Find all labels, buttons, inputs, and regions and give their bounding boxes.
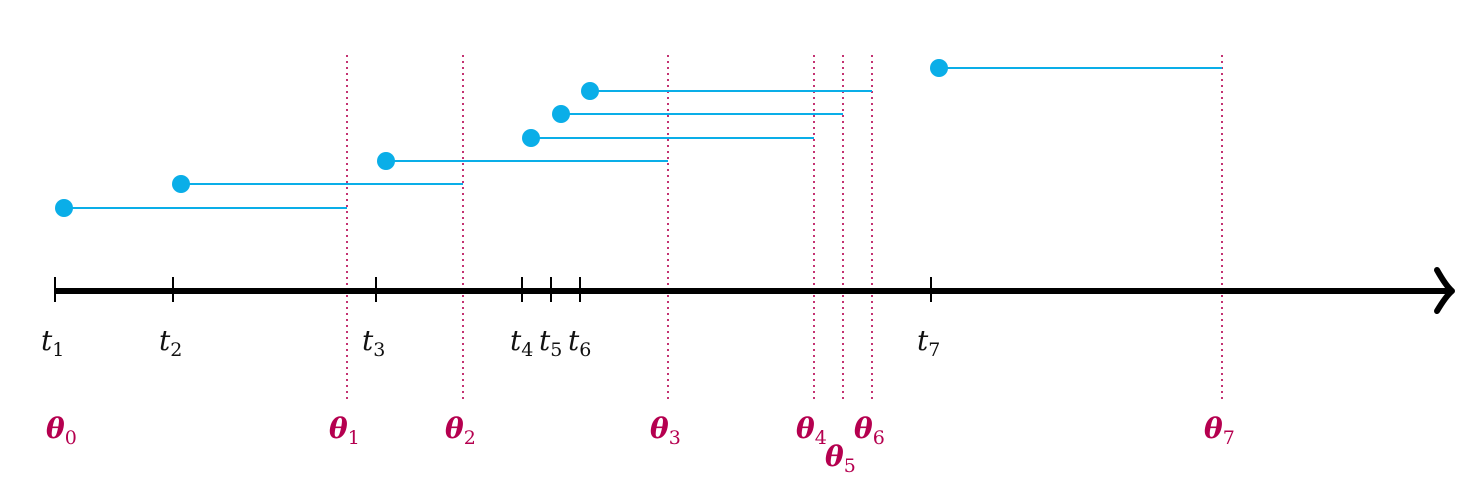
theta-label-symbol: θ (796, 412, 815, 445)
interval-start-dot-6 (581, 82, 599, 100)
t-label-symbol: t (41, 324, 53, 357)
interval-start-dot-5 (552, 105, 570, 123)
t-label-symbol: t (510, 324, 522, 357)
theta-label-index: 5 (844, 455, 856, 477)
theta-label-symbol: θ (329, 412, 348, 445)
t-label-index: 1 (52, 339, 64, 361)
t-label-index: 5 (550, 339, 562, 361)
theta-label-symbol: θ (445, 412, 464, 445)
t-label-symbol: t (917, 324, 929, 357)
theta-label-2: θ2 (445, 412, 476, 449)
time-axis (54, 267, 1455, 314)
theta-label-6: θ6 (854, 412, 885, 449)
interval-start-dot-7 (930, 59, 948, 77)
t-label-1: t1 (41, 324, 64, 361)
interval-start-dot-3 (377, 152, 395, 170)
theta-label-index: 7 (1223, 427, 1235, 449)
interval-start-dot-1 (55, 199, 73, 217)
t-label-3: t3 (362, 324, 385, 361)
t-label-5: t5 (539, 324, 562, 361)
theta-label-symbol: θ (825, 440, 844, 473)
t-label-symbol: t (539, 324, 551, 357)
theta-label-symbol: θ (650, 412, 669, 445)
theta-label-5: θ5 (825, 440, 856, 477)
t-label-6: t6 (568, 324, 591, 361)
t-label-index: 7 (928, 339, 940, 361)
theta-guide-lines (346, 55, 1223, 402)
theta-label-0: θ0 (46, 412, 77, 449)
theta-label-index: 0 (65, 427, 77, 449)
theta-label-symbol: θ (46, 412, 65, 445)
theta-label-index: 6 (873, 427, 885, 449)
theta-label-4: θ4 (796, 412, 827, 449)
t-label-7: t7 (917, 324, 940, 361)
interval-start-dot-4 (522, 129, 540, 147)
t-label-4: t4 (510, 324, 533, 361)
theta-label-symbol: θ (854, 412, 873, 445)
t-label-2: t2 (159, 324, 182, 361)
theta-label-symbol: θ (1204, 412, 1223, 445)
interval-segments (55, 59, 1222, 217)
theta-label-7: θ7 (1204, 412, 1235, 449)
theta-label-3: θ3 (650, 412, 681, 449)
theta-label-index: 3 (669, 427, 681, 449)
t-label-index: 6 (579, 339, 591, 361)
interval-start-dot-2 (172, 175, 190, 193)
theta-label-index: 4 (815, 427, 827, 449)
t-label-symbol: t (568, 324, 580, 357)
t-label-symbol: t (159, 324, 171, 357)
t-label-symbol: t (362, 324, 374, 357)
t-label-index: 2 (170, 339, 182, 361)
theta-label-index: 2 (464, 427, 476, 449)
axis-arrowhead-icon (1434, 267, 1455, 314)
theta-label-index: 1 (348, 427, 360, 449)
theta-label-1: θ1 (329, 412, 360, 449)
t-label-index: 4 (521, 339, 533, 361)
t-label-index: 3 (373, 339, 385, 361)
